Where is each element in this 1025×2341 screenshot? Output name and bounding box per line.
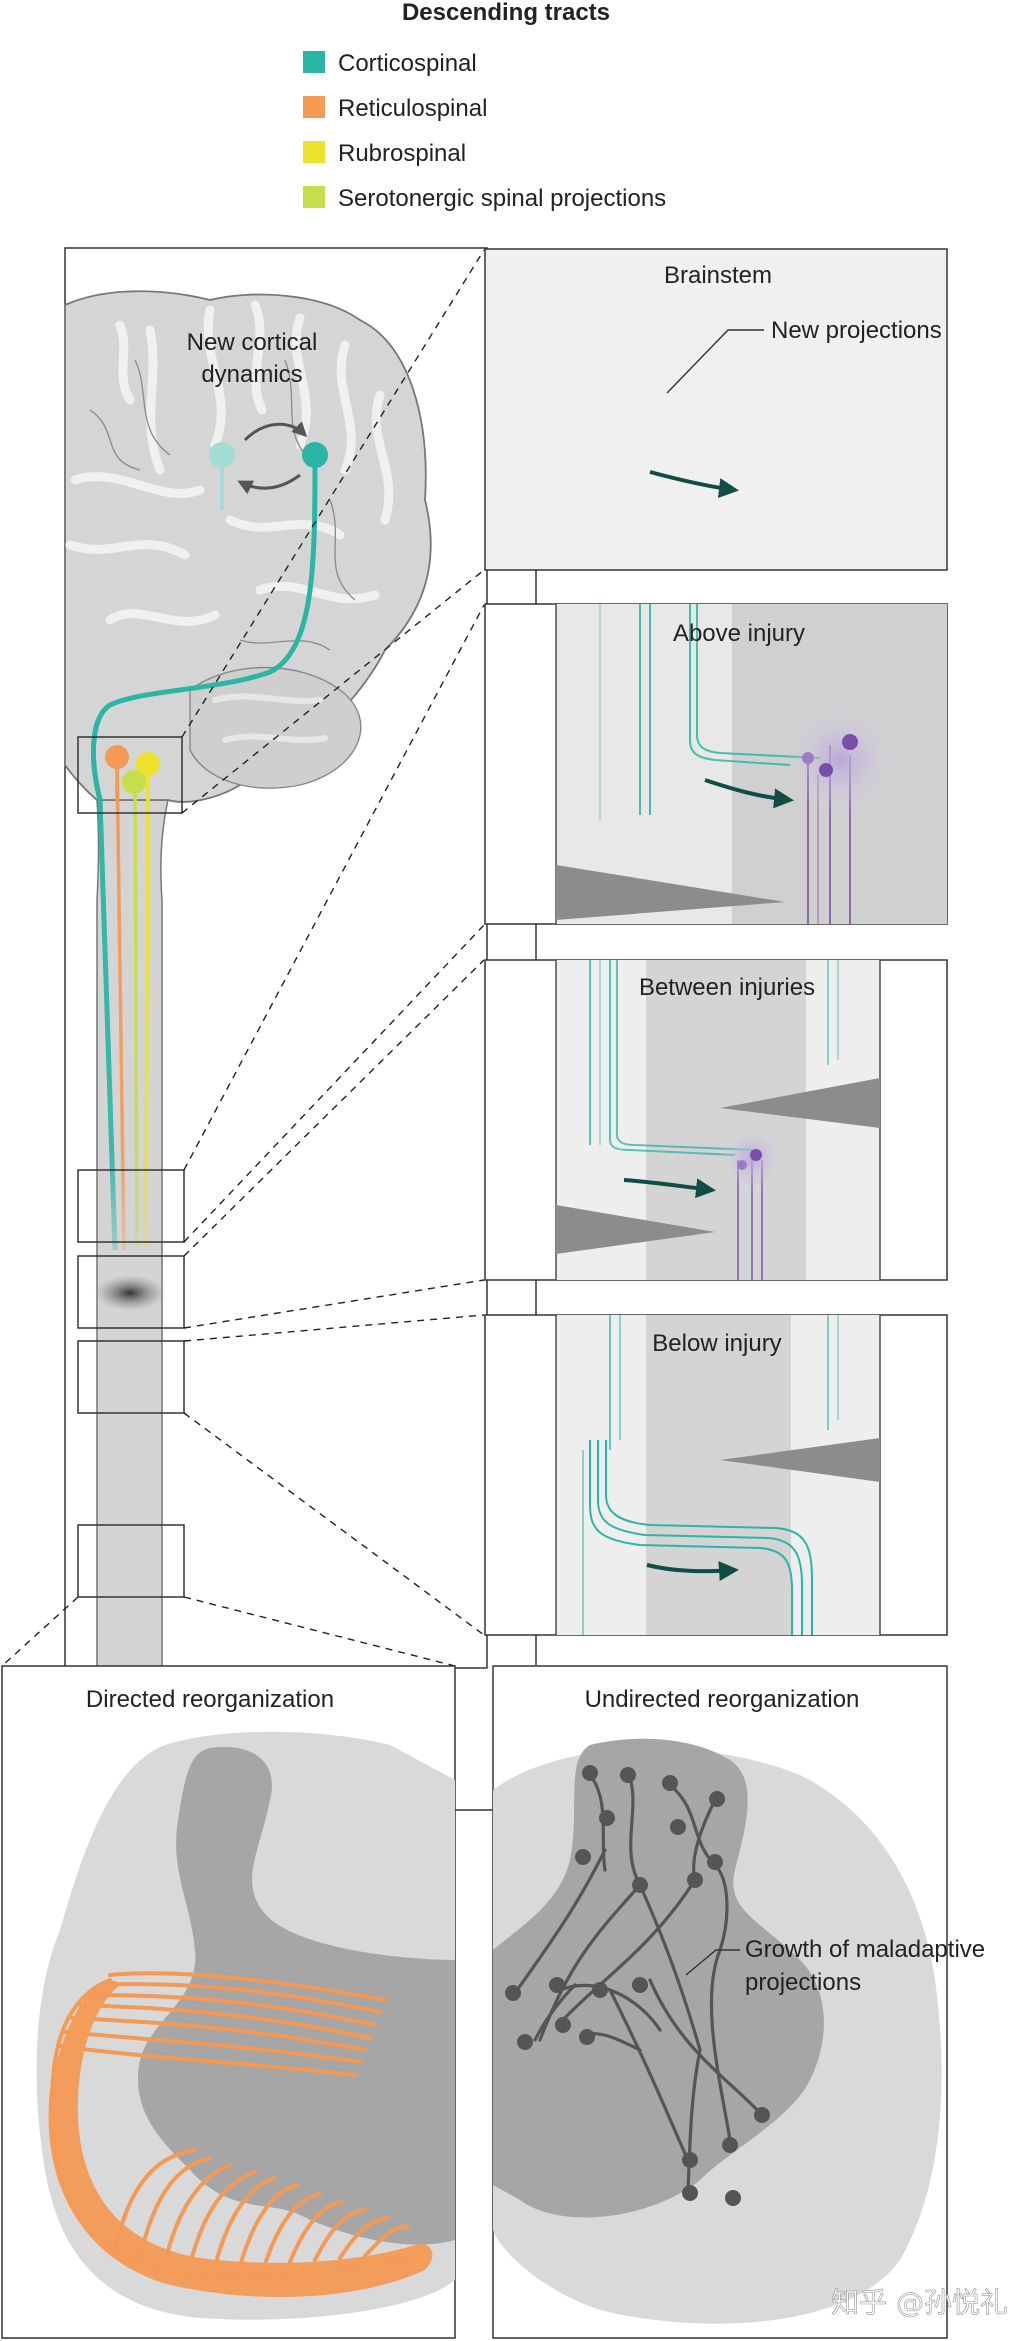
cortical-neuron-faded — [209, 442, 235, 468]
serotonergic-nucleus — [122, 770, 146, 794]
directed-panel: Directed reorganization — [1, 1665, 456, 2339]
legend-label-corticospinal: Corticospinal — [338, 50, 477, 77]
brainstem-callout: New projections — [771, 317, 942, 344]
reticulospinal-nucleus — [105, 745, 129, 769]
curved-arrow-right — [243, 421, 308, 442]
zoom-box-below — [77, 1340, 185, 1414]
directed-title: Directed reorganization — [86, 1686, 334, 1713]
watermark: 知乎 @孙悦礼 — [831, 2286, 1008, 2319]
injury-lesion — [94, 1275, 166, 1311]
between-arrow — [623, 1178, 716, 1199]
zoom-box-brainstem — [77, 736, 183, 814]
legend-title: Descending tracts — [402, 0, 610, 26]
directed-reticulospinal-sheath — [48, 1980, 433, 2297]
zoom-connectors — [1, 249, 485, 1667]
legend-label-serotonergic: Serotonergic spinal projections — [338, 185, 666, 212]
brainstem-nuclei — [105, 745, 160, 800]
legend-swatch-serotonergic — [303, 186, 325, 208]
legend-swatch-reticulospinal — [303, 96, 325, 118]
between-title: Between injuries — [639, 974, 815, 1001]
legend-label-rubrospinal: Rubrospinal — [338, 140, 466, 167]
above-neuron-3 — [802, 752, 814, 764]
brainstem-title: Brainstem — [664, 262, 772, 289]
curved-arrow-left — [237, 473, 301, 495]
brain-annotation-line1: New cortical — [187, 329, 318, 356]
legend: Descending tracts Corticospinal Reticulo… — [303, 0, 666, 212]
below-wedge — [720, 1438, 880, 1482]
legend-swatch-corticospinal — [303, 51, 325, 73]
zoom-box-spinal-section — [77, 1524, 185, 1598]
above-wedge — [556, 865, 785, 920]
between-neuron — [750, 1149, 762, 1161]
rubrospinal-nucleus — [136, 752, 160, 776]
above-neuron-2 — [819, 763, 833, 777]
undirected-title: Undirected reorganization — [585, 1686, 860, 1713]
brainstem-arrow — [649, 470, 739, 499]
directed-reticulospinal-fibers — [50, 1971, 422, 2279]
undirected-callout-line1: Growth of maladaptive — [745, 1936, 985, 1963]
between-wedge-lower — [556, 1205, 715, 1254]
brain — [64, 290, 432, 803]
above-arrow — [704, 778, 794, 809]
above-neuron-1 — [842, 734, 858, 750]
legend-swatch-rubrospinal — [303, 141, 325, 163]
corticospinal-tract-upper — [91, 454, 318, 801]
brainstem-panel: Brainstem New projections — [484, 248, 948, 571]
between-neuron-2 — [737, 1160, 747, 1170]
below-title: Below injury — [652, 1330, 781, 1357]
undirected-callout-leader — [685, 1949, 740, 1976]
above-injury-panel: Above injury — [484, 603, 948, 925]
zoom-box-above — [77, 1169, 185, 1243]
between-injuries-panel: Between injuries — [484, 959, 948, 1281]
brainstem-callout-leader — [666, 329, 764, 394]
zoom-box-between — [77, 1255, 185, 1329]
undirected-panel: Growth of maladaptive projections Undire… — [492, 1665, 985, 2339]
below-arrow — [646, 1561, 739, 1582]
legend-label-reticulospinal: Reticulospinal — [338, 95, 487, 122]
below-injury-panel: Below injury — [484, 1314, 948, 1636]
above-title: Above injury — [673, 620, 805, 647]
spinal-cord — [96, 799, 169, 1669]
between-wedge-upper — [720, 1078, 880, 1128]
undirected-callout-line2: projections — [745, 1969, 861, 1996]
brain-annotation-line2: dynamics — [201, 361, 302, 388]
undirected-neuron-somas — [505, 1765, 770, 2206]
